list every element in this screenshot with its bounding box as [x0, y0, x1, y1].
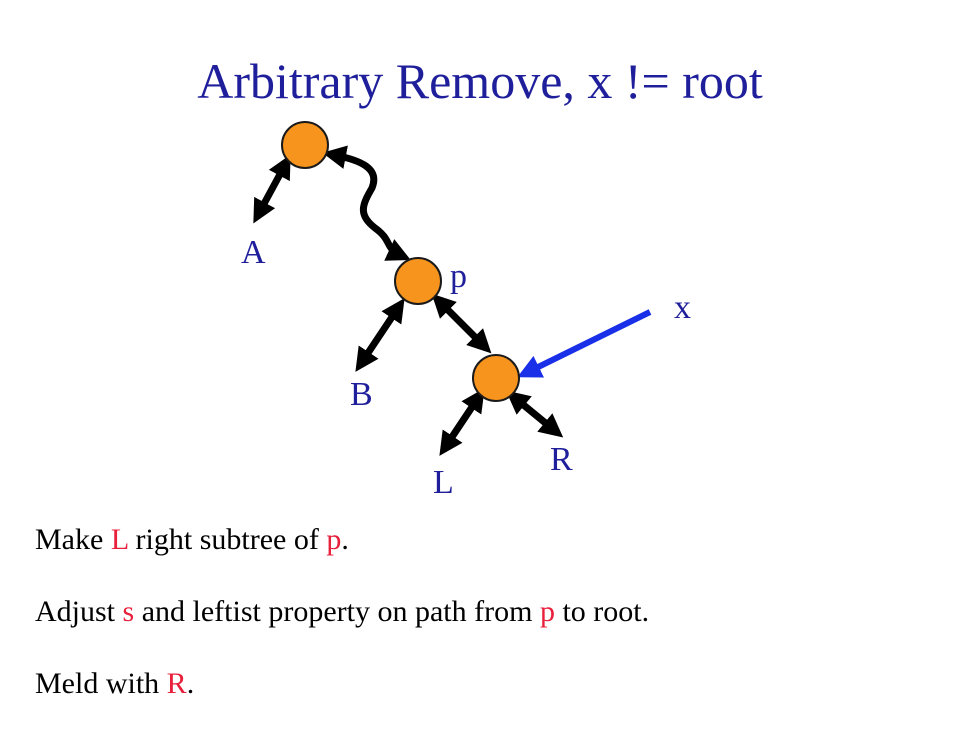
bullet-meld-with-r: Meld with R. [35, 667, 195, 700]
bullet-make-l-right-subtree: Make L right subtree of p. [35, 523, 349, 556]
edge-p-to-x [431, 293, 492, 354]
label-b: B [350, 376, 373, 413]
edge-x-to-r [505, 390, 564, 438]
x-pointer-arrow [517, 309, 652, 378]
edge-p-to-b [355, 298, 405, 372]
bullet-adjust-s-leftist-property: Adjust s and leftist property on path fr… [35, 595, 650, 628]
x-node [472, 354, 520, 402]
edge-root-to-a [253, 154, 291, 224]
wavy-edge-root-to-p [322, 145, 411, 261]
root-node [281, 121, 329, 169]
slide-title: Arbitrary Remove, x != root [197, 53, 763, 109]
tree-diagram: Arbitrary Remove, x != root A p x B R L [197, 53, 763, 501]
label-p: p [450, 258, 467, 295]
bullet-list: Make L right subtree of p. Adjust s and … [35, 522, 649, 738]
p-node [394, 257, 442, 305]
label-x: x [674, 289, 691, 326]
label-l: L [433, 464, 454, 501]
label-r: R [550, 441, 573, 478]
label-a: A [241, 234, 266, 271]
edge-x-to-l [439, 388, 485, 456]
